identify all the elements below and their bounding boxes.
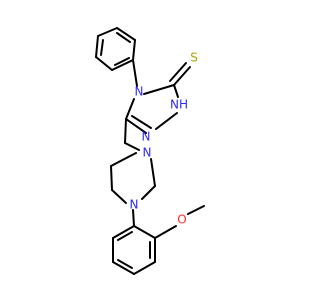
bond-c5-nh [173,84,179,98]
bond-n-c3-double [131,115,152,129]
bond-phenyl-2 [95,35,99,58]
sulfur-label: S [190,51,198,65]
triazole-n4-label: N [135,85,144,99]
bond-pip-2 [141,185,156,200]
bond-phenyl-double-b [114,57,130,66]
molecule-diagram: S NH N N N N O [95,27,205,275]
piperazine-n1-label: N [143,146,152,160]
bond-phenyl-3 [95,56,113,71]
bond-phenyl-6 [116,27,136,41]
bond-pip-3 [111,189,127,204]
triazole-n2-label: N [142,130,151,144]
bond-cs-2 [169,62,187,82]
bond-pip-1 [150,158,156,187]
bond-phenyl-4 [111,59,134,71]
chemical-structure-canvas: S NH N N N N O [95,27,205,275]
bond-pip-5 [110,152,137,167]
bond-npip-aryl [132,209,135,227]
bond-pip-4 [110,165,113,191]
bond-o-ch3 [187,205,205,215]
bond-phenyl-double-a [100,39,104,56]
bond-ar-6 [112,225,135,239]
bond-nh-n [155,112,178,130]
oxygen-label: O [177,213,186,227]
bond-ar-o [154,225,177,239]
bond-c3-ch2 [124,118,127,144]
bond-ch2-npip [124,142,140,151]
bond-ar-double-c [117,231,133,241]
bond-c3-n4 [125,98,135,120]
bonds [95,27,205,275]
bond-n-c3 [125,118,147,134]
bond-ar-3 [133,261,156,275]
bond-ar-double-b [117,259,133,269]
atom-labels: S NH N N N N O [130,51,198,227]
bond-phenyl-n4 [132,59,138,87]
bond-phenyl-5 [132,39,136,61]
nh-label: NH [170,98,188,112]
bond-phenyl-1 [97,27,118,37]
bond-phenyl-double-c [116,32,131,43]
bond-cs-1 [173,66,191,86]
bond-ar-1 [133,225,156,239]
piperazine-n4-label: N [130,198,139,212]
bond-n4-c5 [143,84,175,95]
bond-ar-4 [112,261,135,275]
